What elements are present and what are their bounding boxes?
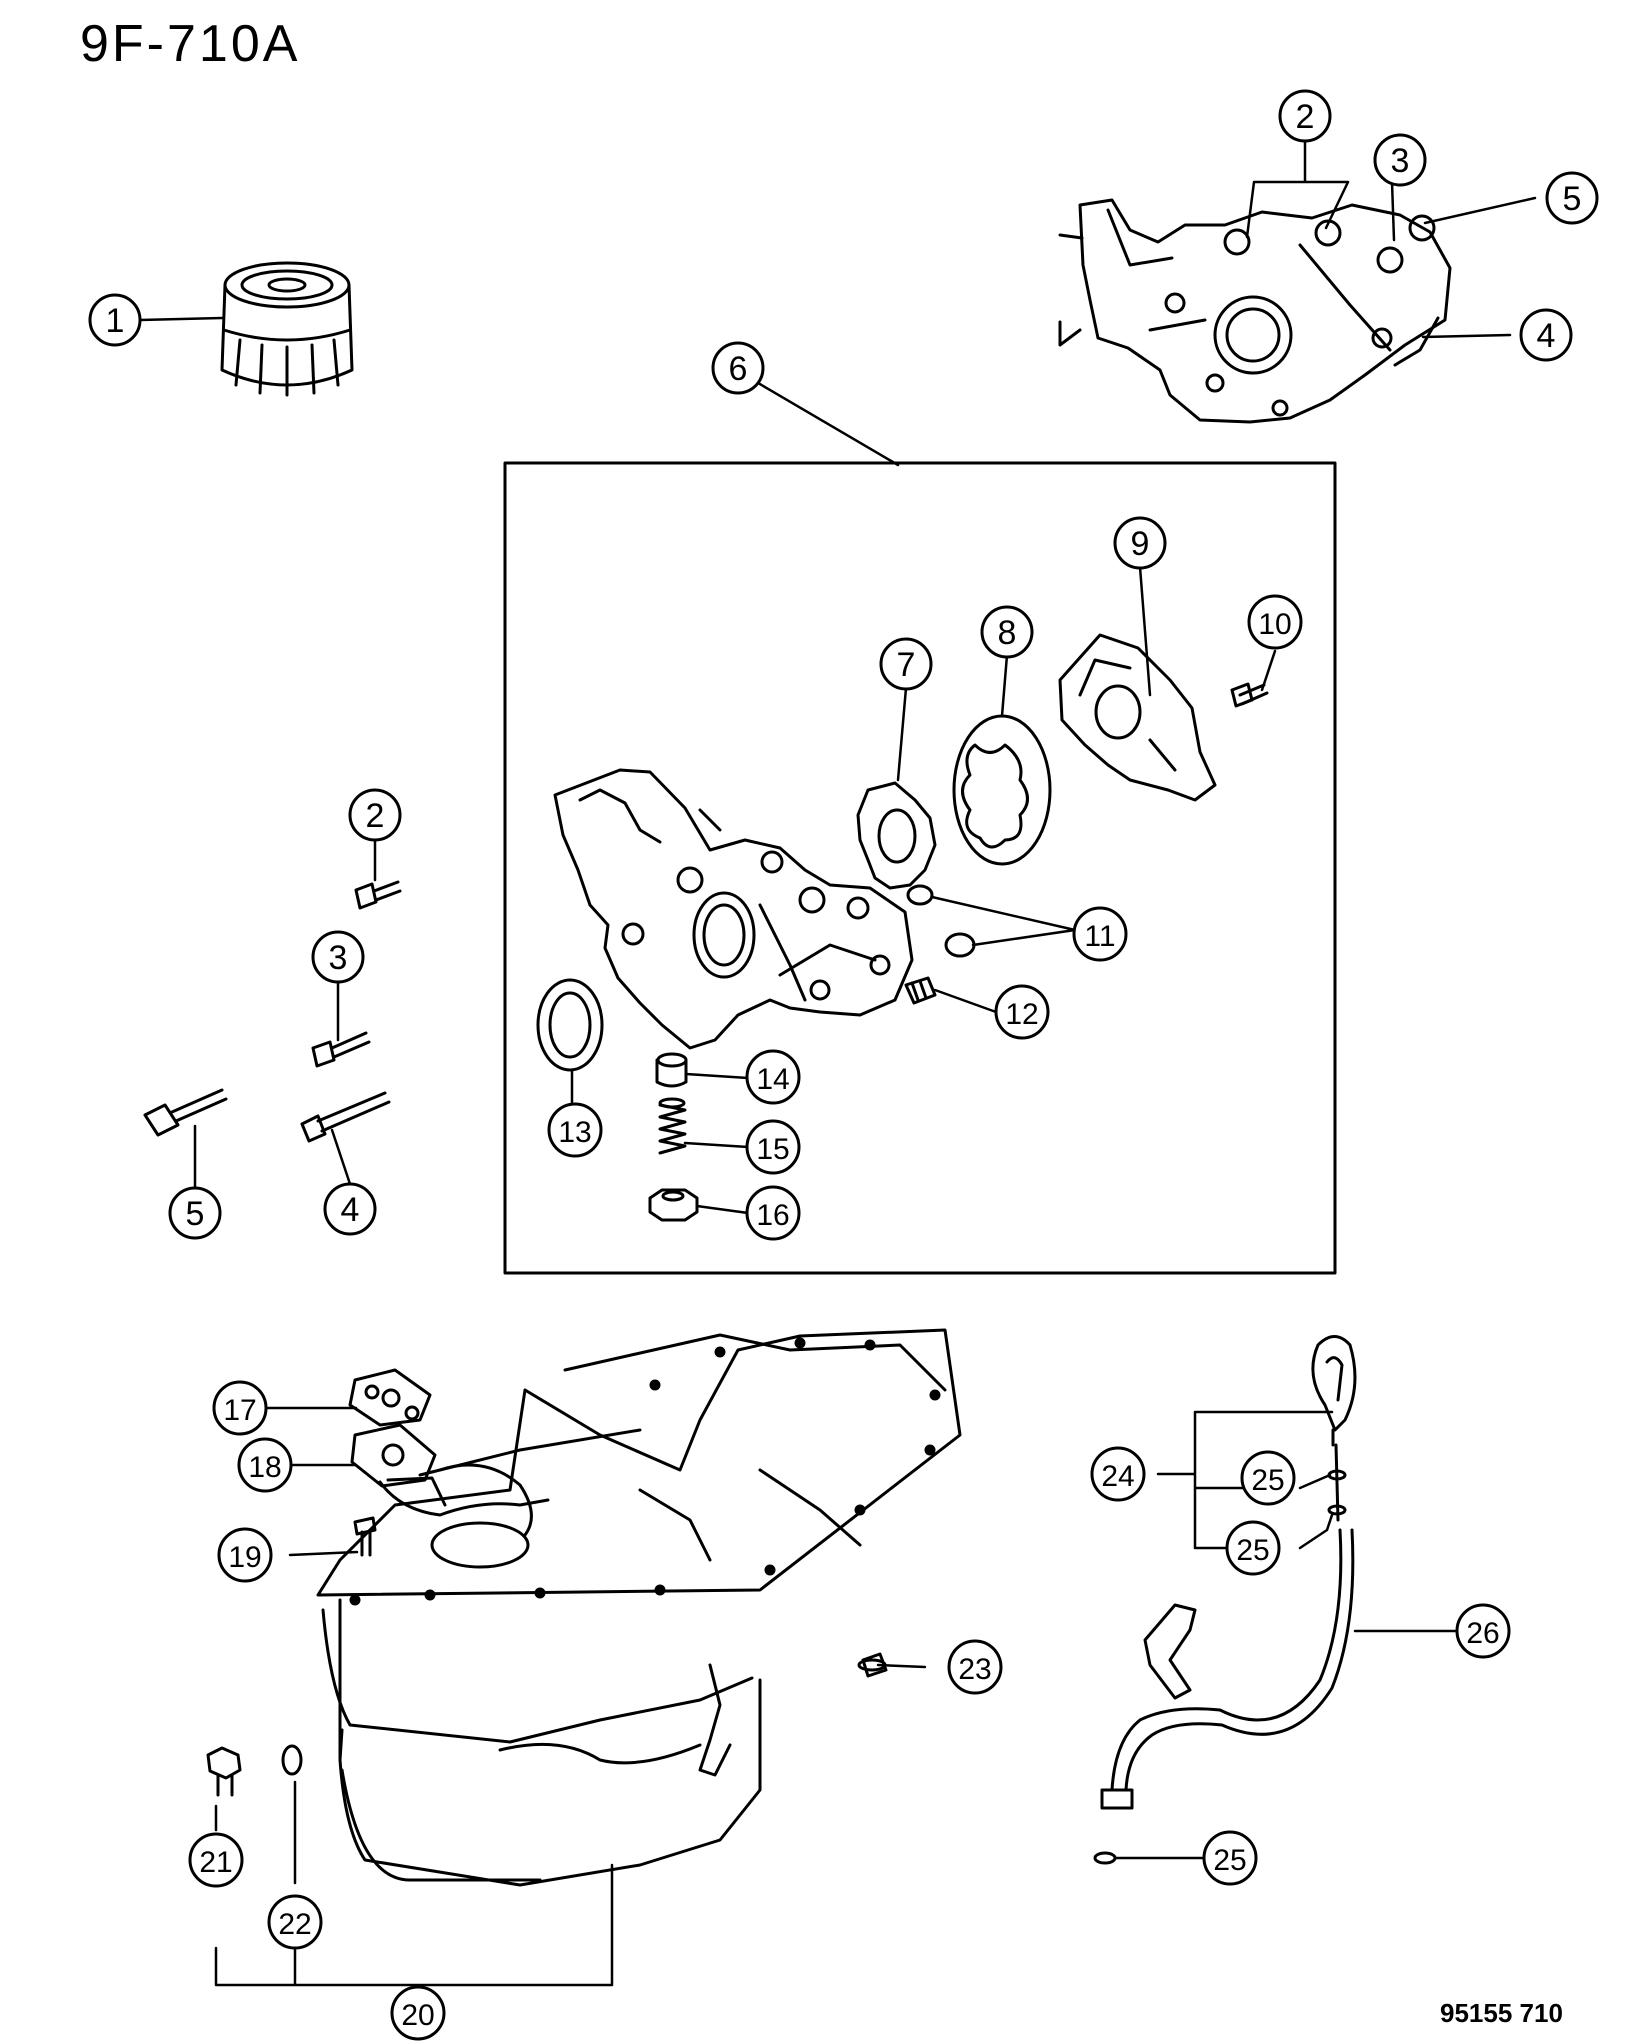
callout-18-label: 18: [248, 1451, 281, 1484]
callout-7-label: 7: [897, 646, 916, 684]
oil-pan: [316, 1328, 962, 1887]
dipstick-o-ring-2: [1327, 1504, 1347, 1516]
callout-14: 14: [745, 1049, 801, 1105]
pump-kit-box: [503, 461, 1337, 1275]
callout-26-label: 26: [1466, 1617, 1499, 1650]
strainer-bolt: [353, 1516, 377, 1557]
callout-19-label: 19: [228, 1541, 261, 1574]
inner-rotor: [856, 781, 937, 890]
callout-25-upper-label: 25: [1251, 1464, 1284, 1497]
callout-16: 16: [745, 1185, 801, 1241]
callout-25-upper: 25: [1240, 1450, 1296, 1506]
plug: [904, 976, 937, 1005]
relief-plunger: [655, 1052, 688, 1088]
callout-12: 12: [994, 984, 1050, 1040]
callout-2-left-label: 2: [366, 797, 385, 835]
callout-20: 20: [390, 1985, 446, 2041]
o-ring-upper: [906, 884, 934, 906]
callout-17: 17: [212, 1380, 268, 1436]
callout-12-label: 12: [1005, 998, 1038, 1031]
reference-code: 95155 710: [1440, 1998, 1563, 2028]
callout-22-label: 22: [278, 1908, 311, 1941]
callout-1-label: 1: [106, 302, 125, 340]
callout-5-top-label: 5: [1563, 180, 1582, 218]
callout-10: 10: [1247, 594, 1303, 650]
callout-5-left: 5: [168, 1186, 222, 1240]
callout-3-top-label: 3: [1391, 142, 1410, 180]
callout-4-top-label: 4: [1537, 317, 1556, 355]
callout-8-label: 8: [998, 614, 1017, 652]
oil-filter: [220, 261, 354, 397]
callout-25-bottom: 25: [1202, 1830, 1258, 1886]
oil-pump-body: [553, 768, 914, 1050]
callout-21-label: 21: [199, 1846, 232, 1879]
callout-21: 21: [188, 1832, 244, 1888]
drain-plug: [206, 1746, 242, 1797]
callout-3-left-label: 3: [329, 939, 348, 977]
callout-5-top: 5: [1545, 171, 1599, 225]
callout-14-label: 14: [756, 1063, 789, 1096]
callout-1: 1: [88, 293, 142, 347]
callout-15-label: 15: [756, 1133, 789, 1166]
dipstick: [1311, 1335, 1357, 1522]
callout-25-lower: 25: [1225, 1520, 1281, 1576]
callout-25-lower-label: 25: [1236, 1534, 1269, 1567]
callout-25-bottom-label: 25: [1213, 1844, 1246, 1877]
callout-4-left: 4: [323, 1182, 377, 1236]
strainer-gasket: [348, 1368, 432, 1427]
callout-3-left: 3: [311, 930, 365, 984]
bolt-4: [300, 1091, 391, 1143]
drain-gasket: [281, 1744, 303, 1776]
callout-13: 13: [547, 1102, 603, 1158]
outer-rotor: [952, 714, 1052, 866]
callout-15: 15: [745, 1119, 801, 1175]
callout-11-label: 11: [1084, 920, 1115, 953]
tube-o-ring: [1093, 1851, 1117, 1865]
bolt-5: [143, 1088, 228, 1137]
callout-24-label: 24: [1101, 1460, 1134, 1493]
callout-7: 7: [879, 637, 933, 691]
callout-2-left: 2: [348, 788, 402, 842]
callout-22: 22: [267, 1894, 323, 1950]
callout-17-label: 17: [223, 1394, 256, 1427]
callout-9: 9: [1113, 516, 1167, 570]
bolt-2: [354, 880, 402, 910]
callout-4-left-label: 4: [341, 1191, 360, 1229]
callout-23-label: 23: [958, 1653, 991, 1686]
crankshaft-seal: [536, 978, 604, 1072]
callout-6-label: 6: [729, 350, 748, 388]
callout-20-label: 20: [401, 1999, 434, 2032]
callout-4-top: 4: [1519, 308, 1573, 362]
callout-2-top: 2: [1278, 89, 1332, 143]
callout-24: 24: [1090, 1446, 1146, 1502]
callout-26: 26: [1455, 1603, 1511, 1659]
callout-3-top: 3: [1373, 133, 1427, 187]
pump-cover: [1058, 633, 1217, 802]
relief-plug: [648, 1188, 699, 1222]
callout-18: 18: [237, 1437, 293, 1493]
bolt-3: [311, 1031, 371, 1068]
diagram-title: 9F-710A: [80, 15, 301, 73]
oil-pump-assembly-view: [1058, 198, 1452, 424]
callout-6: 6: [711, 341, 765, 395]
o-ring-lower: [944, 932, 976, 958]
callout-2-top-label: 2: [1296, 98, 1315, 136]
callout-19: 19: [217, 1527, 273, 1583]
callout-5-left-label: 5: [186, 1195, 205, 1233]
callout-23: 23: [947, 1639, 1003, 1695]
callout-9-label: 9: [1131, 525, 1150, 563]
cover-screw: [1230, 682, 1269, 708]
callout-10-label: 10: [1258, 608, 1291, 641]
callout-13-label: 13: [558, 1116, 591, 1149]
relief-spring: [658, 1097, 687, 1155]
callout-11: 11: [1072, 906, 1128, 962]
callout-8: 8: [980, 605, 1034, 659]
callout-16-label: 16: [756, 1199, 789, 1232]
dipstick-tube: [1100, 1528, 1355, 1810]
oil-strainer: [350, 1423, 550, 1517]
